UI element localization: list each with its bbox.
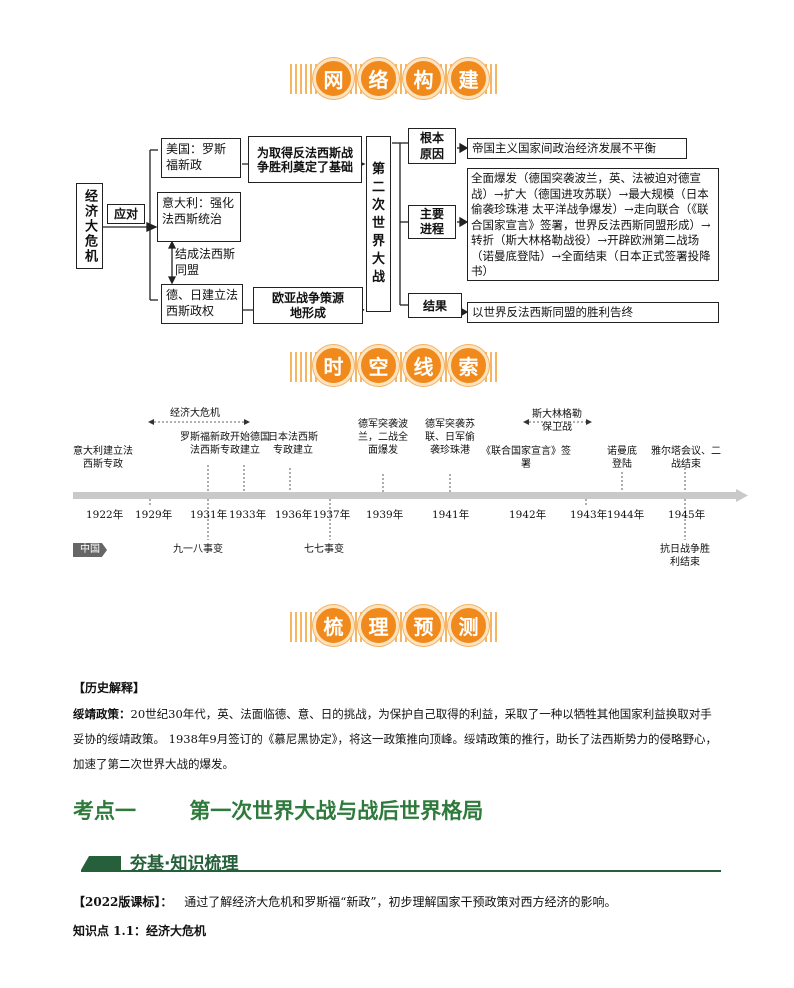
process-box: 全面爆发（德国突袭波兰，英、法被迫对德宣战）→扩大（德国进攻苏联）→最大规模（日…	[467, 168, 719, 281]
result-label-box: 结果	[408, 293, 462, 318]
timeline-axis	[73, 419, 748, 540]
knowledge-point: 知识点 1.1：经济大危机	[73, 924, 207, 938]
root-box: 经济大危机	[76, 183, 103, 269]
year-label: 1939年	[366, 509, 404, 521]
event-new-deal: 罗斯福新政开始德国法西斯专政建立	[180, 432, 270, 456]
alliance-label: 结成法西斯同盟	[175, 247, 236, 277]
year-label: 1942年	[509, 509, 547, 521]
result-box: 以世界反法西斯同盟的胜利告终	[467, 302, 719, 323]
year-label: 1945年	[668, 509, 706, 521]
curriculum-standard: 【2022版课标】： 通过了解经济大危机和罗斯福“新政”，初步理解国家干预政策对…	[73, 893, 733, 910]
italy-box: 意大利：强化法西斯统治	[157, 192, 241, 242]
review-banner: 梳 理 预 测	[313, 605, 489, 646]
network-banner: 网 络 构 建	[313, 58, 489, 99]
respond-box: 应对	[107, 204, 145, 224]
event-victory: 抗日战争胜利结束	[660, 544, 710, 568]
banner-char: 建	[448, 58, 489, 99]
year-label: 1936年	[275, 509, 313, 521]
event-italy: 意大利建立法西斯专政	[73, 446, 133, 470]
year-label: 1944年	[607, 509, 645, 521]
banner-char: 梳	[313, 605, 354, 646]
year-label: 1933年	[229, 509, 267, 521]
history-body: 20世纪30年代，英、法面临德、意、日的挑战，为保护自己取得的利益，采取了一种以…	[73, 707, 717, 771]
section-heading: 考点一 第一次世界大战与战后世界格局	[73, 795, 483, 825]
banner-char: 时	[313, 345, 354, 386]
banner-char: 构	[403, 58, 444, 99]
history-term: 绥靖政策：	[73, 707, 131, 721]
year-label: 1941年	[432, 509, 470, 521]
banner-char: 测	[448, 605, 489, 646]
year-label: 1922年	[86, 509, 124, 521]
subsection-title: 夯基·知识梳理	[130, 854, 239, 874]
event-918: 九一八事变	[173, 544, 223, 555]
year-label: 1943年	[570, 509, 608, 521]
source-box: 欧亚战争策源地形成	[253, 287, 363, 324]
history-heading: 【历史解释】	[73, 681, 146, 695]
standard-label: 【2022版课标】：	[73, 895, 173, 909]
year-label: 1937年	[313, 509, 351, 521]
banner-char: 索	[448, 345, 489, 386]
crisis-label: 经济大危机	[170, 408, 220, 419]
subsection-bar	[81, 856, 121, 870]
event-77: 七七事变	[304, 544, 344, 555]
banner-char: 理	[358, 605, 399, 646]
center-box: 第二次世界大战	[366, 136, 391, 312]
standard-text: 通过了解经济大危机和罗斯福“新政”，初步理解国家干预政策对西方经济的影响。	[184, 895, 617, 909]
event-declaration: 《联合国家宣言》签署	[481, 446, 571, 470]
banner-char: 空	[358, 345, 399, 386]
year-label: 1929年	[135, 509, 173, 521]
cause-box: 帝国主义国家间政治经济发展不平衡	[467, 138, 687, 159]
event-japan: 日本法西斯专政建立	[268, 432, 318, 456]
banner-char: 线	[403, 345, 444, 386]
event-stalingrad: 斯大林格勒保卫战	[532, 409, 582, 433]
ger-jp-box: 德、日建立法西斯政权	[161, 284, 243, 324]
event-ussr-pearl: 德军突袭苏联、日军偷袭珍珠港	[425, 419, 475, 456]
section-name: 第一次世界大战与战后世界格局	[189, 799, 484, 823]
subsection-underline	[81, 870, 721, 872]
year-label: 1931年	[190, 509, 228, 521]
banner-char: 预	[403, 605, 444, 646]
event-yalta: 雅尔塔会议、二战结束	[651, 446, 721, 470]
china-tag: 中国	[73, 543, 107, 557]
process-label-box: 主要进程	[408, 205, 456, 239]
event-normandy: 诺曼底登陆	[607, 446, 637, 470]
event-poland: 德军突袭波兰，二战全面爆发	[358, 419, 408, 456]
cause-label-box: 根本原因	[408, 128, 456, 164]
history-paragraph: 绥靖政策：20世纪30年代，英、法面临德、意、日的挑战，为保护自己取得的利益，采…	[73, 702, 723, 777]
usa-box: 美国：罗斯福新政	[161, 138, 241, 178]
timeline-banner: 时 空 线 索	[313, 345, 489, 386]
banner-char: 络	[358, 58, 399, 99]
foundation-box: 为取得反法西斯战争胜利奠定了基础	[248, 136, 362, 183]
banner-char: 网	[313, 58, 354, 99]
section-title: 考点一	[73, 799, 136, 823]
